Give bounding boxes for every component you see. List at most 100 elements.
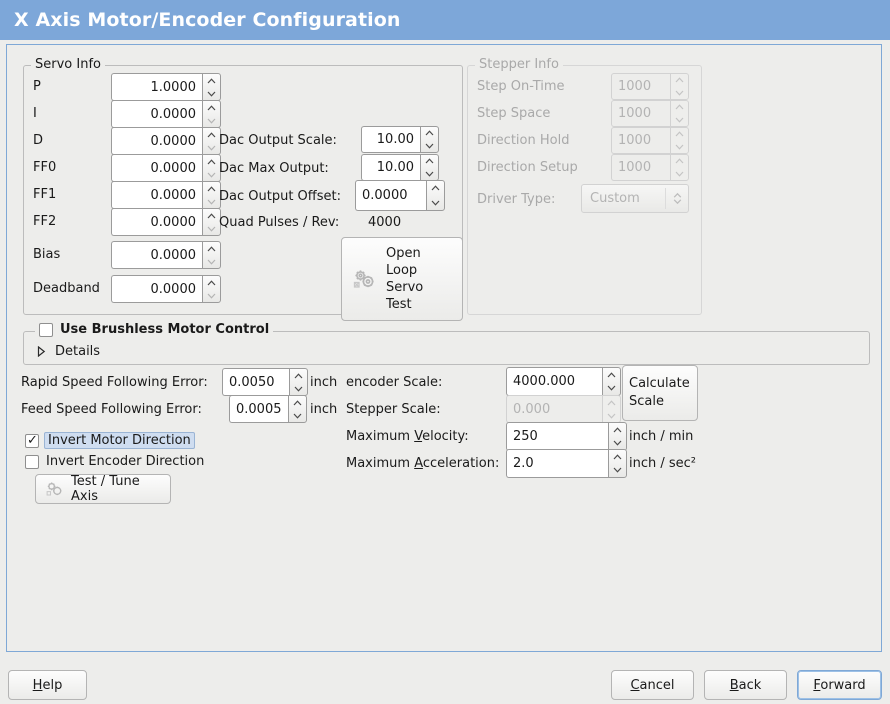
spin-up-icon[interactable]: [203, 276, 220, 289]
dac-output-scale-value[interactable]: 10.00: [361, 126, 420, 153]
encoder-scale-value[interactable]: 4000.000: [506, 367, 602, 396]
back-post: ack: [738, 677, 762, 693]
spin-down-icon[interactable]: [203, 222, 220, 235]
spin-up-icon[interactable]: [290, 369, 307, 382]
dac-output-offset-value[interactable]: 0.0000: [355, 180, 426, 211]
spin-down-icon[interactable]: [609, 437, 626, 451]
encoder-scale-stepper[interactable]: [602, 367, 621, 396]
open-loop-servo-test-button[interactable]: Open Loop Servo Test: [341, 237, 463, 321]
maximum-acceleration-value[interactable]: 2.0: [506, 449, 608, 478]
spin-up-icon[interactable]: [203, 182, 220, 195]
servo-spin-i-value[interactable]: 0.0000: [111, 100, 202, 128]
spin-down-icon[interactable]: [203, 168, 220, 181]
invert-motor-direction-checkbox[interactable]: ✓ Invert Motor Direction: [25, 432, 195, 449]
spin-up-icon[interactable]: [203, 155, 220, 168]
quad-pulses-value: 4000: [368, 215, 402, 230]
rapid-following-error-stepper[interactable]: [289, 368, 308, 396]
servo-spin-ff1[interactable]: 0.0000: [111, 181, 221, 209]
use-brushless-motor-control-checkbox[interactable]: Use Brushless Motor Control: [35, 322, 274, 337]
maximum-velocity-stepper[interactable]: [608, 422, 627, 451]
maximum-velocity-spin[interactable]: 250: [506, 422, 627, 451]
servo-spin-ff2-value[interactable]: 0.0000: [111, 208, 202, 236]
servo-spin-deadband-stepper[interactable]: [202, 275, 221, 303]
spin-down-icon[interactable]: [203, 289, 220, 302]
servo-spin-d[interactable]: 0.0000: [111, 127, 221, 155]
dac-max-output-spin[interactable]: 10.00: [361, 154, 439, 181]
cancel-button[interactable]: Cancel: [611, 670, 694, 700]
spin-down-icon[interactable]: [290, 382, 307, 395]
rapid-following-error-value[interactable]: 0.0050: [222, 368, 289, 396]
spin-down-icon[interactable]: [203, 87, 220, 100]
maximum-acceleration-stepper[interactable]: [608, 449, 627, 478]
spin-down-icon[interactable]: [289, 409, 306, 422]
spin-down-icon[interactable]: [203, 195, 220, 208]
spin-down-icon[interactable]: [421, 168, 438, 181]
spin-down-icon[interactable]: [609, 464, 626, 478]
dac-output-scale-stepper[interactable]: [420, 126, 439, 153]
checkbox-box[interactable]: [39, 322, 53, 337]
spin-up-icon[interactable]: [203, 74, 220, 87]
checkbox-box[interactable]: [25, 454, 39, 469]
feed-following-error-stepper[interactable]: [288, 395, 307, 423]
test-tune-axis-button[interactable]: Test / Tune Axis: [35, 474, 171, 504]
dac-max-output-value[interactable]: 10.00: [361, 154, 420, 181]
servo-spin-ff0-value[interactable]: 0.0000: [111, 154, 202, 182]
details-expander[interactable]: Details: [35, 344, 100, 359]
back-button[interactable]: Back: [704, 670, 787, 700]
servo-spin-d-value[interactable]: 0.0000: [111, 127, 202, 155]
spin-down-icon[interactable]: [203, 114, 220, 127]
dac-output-offset-spin[interactable]: 0.0000: [355, 180, 445, 211]
spin-up-icon[interactable]: [289, 396, 306, 409]
servo-spin-ff2[interactable]: 0.0000: [111, 208, 221, 236]
spin-down-icon[interactable]: [427, 196, 444, 211]
rapid-following-error-spin[interactable]: 0.0050: [222, 368, 308, 396]
step-on-time-stepper: [670, 73, 689, 100]
spin-up-icon[interactable]: [609, 450, 626, 464]
spin-down-icon[interactable]: [421, 140, 438, 153]
servo-spin-p[interactable]: 1.0000: [111, 73, 221, 101]
servo-spin-i-stepper[interactable]: [202, 100, 221, 128]
dac-output-scale-spin[interactable]: 10.00: [361, 126, 439, 153]
servo-spin-bias-value[interactable]: 0.0000: [111, 241, 202, 269]
feed-following-error-value[interactable]: 0.0005: [229, 395, 288, 423]
spin-up-icon[interactable]: [427, 181, 444, 196]
spin-down-icon[interactable]: [203, 141, 220, 154]
spin-up-icon[interactable]: [203, 209, 220, 222]
servo-spin-deadband-value[interactable]: 0.0000: [111, 275, 202, 303]
invert-encoder-direction-label: Invert Encoder Direction: [46, 454, 205, 469]
chevron-right-icon[interactable]: [35, 346, 47, 357]
spin-down-icon[interactable]: [203, 255, 220, 268]
invert-encoder-direction-checkbox[interactable]: Invert Encoder Direction: [25, 454, 204, 469]
servo-spin-p-value[interactable]: 1.0000: [111, 73, 202, 101]
servo-spin-p-stepper[interactable]: [202, 73, 221, 101]
spin-up-icon[interactable]: [609, 423, 626, 437]
servo-spin-ff0[interactable]: 0.0000: [111, 154, 221, 182]
maximum-velocity-value[interactable]: 250: [506, 422, 608, 451]
servo-spin-bias[interactable]: 0.0000: [111, 241, 221, 269]
servo-spin-d-stepper[interactable]: [202, 127, 221, 155]
maximum-acceleration-label: Maximum Acceleration:: [346, 456, 499, 472]
dac-output-offset-label: Dac Output Offset:: [219, 189, 341, 204]
spin-down-icon[interactable]: [603, 382, 620, 396]
spin-up-icon[interactable]: [603, 368, 620, 382]
spin-up-icon[interactable]: [203, 242, 220, 255]
checkbox-box[interactable]: ✓: [25, 433, 39, 448]
spin-up-icon[interactable]: [421, 155, 438, 168]
servo-spin-ff2-stepper[interactable]: [202, 208, 221, 236]
help-button[interactable]: Help: [8, 670, 87, 700]
forward-button[interactable]: Forward: [797, 670, 882, 700]
maximum-acceleration-spin[interactable]: 2.0: [506, 449, 627, 478]
servo-spin-ff1-value[interactable]: 0.0000: [111, 181, 202, 209]
servo-spin-deadband[interactable]: 0.0000: [111, 275, 221, 303]
spin-up-icon[interactable]: [203, 101, 220, 114]
servo-spin-i[interactable]: 0.0000: [111, 100, 221, 128]
dac-max-output-stepper[interactable]: [420, 154, 439, 181]
dac-output-offset-stepper[interactable]: [426, 180, 445, 211]
spin-up-icon[interactable]: [203, 128, 220, 141]
encoder-scale-spin[interactable]: 4000.000: [506, 367, 621, 396]
feed-following-error-spin[interactable]: 0.0005: [229, 395, 307, 423]
spin-up-icon[interactable]: [421, 127, 438, 140]
servo-spin-bias-stepper[interactable]: [202, 241, 221, 269]
calculate-scale-button[interactable]: Calculate Scale: [622, 365, 698, 421]
